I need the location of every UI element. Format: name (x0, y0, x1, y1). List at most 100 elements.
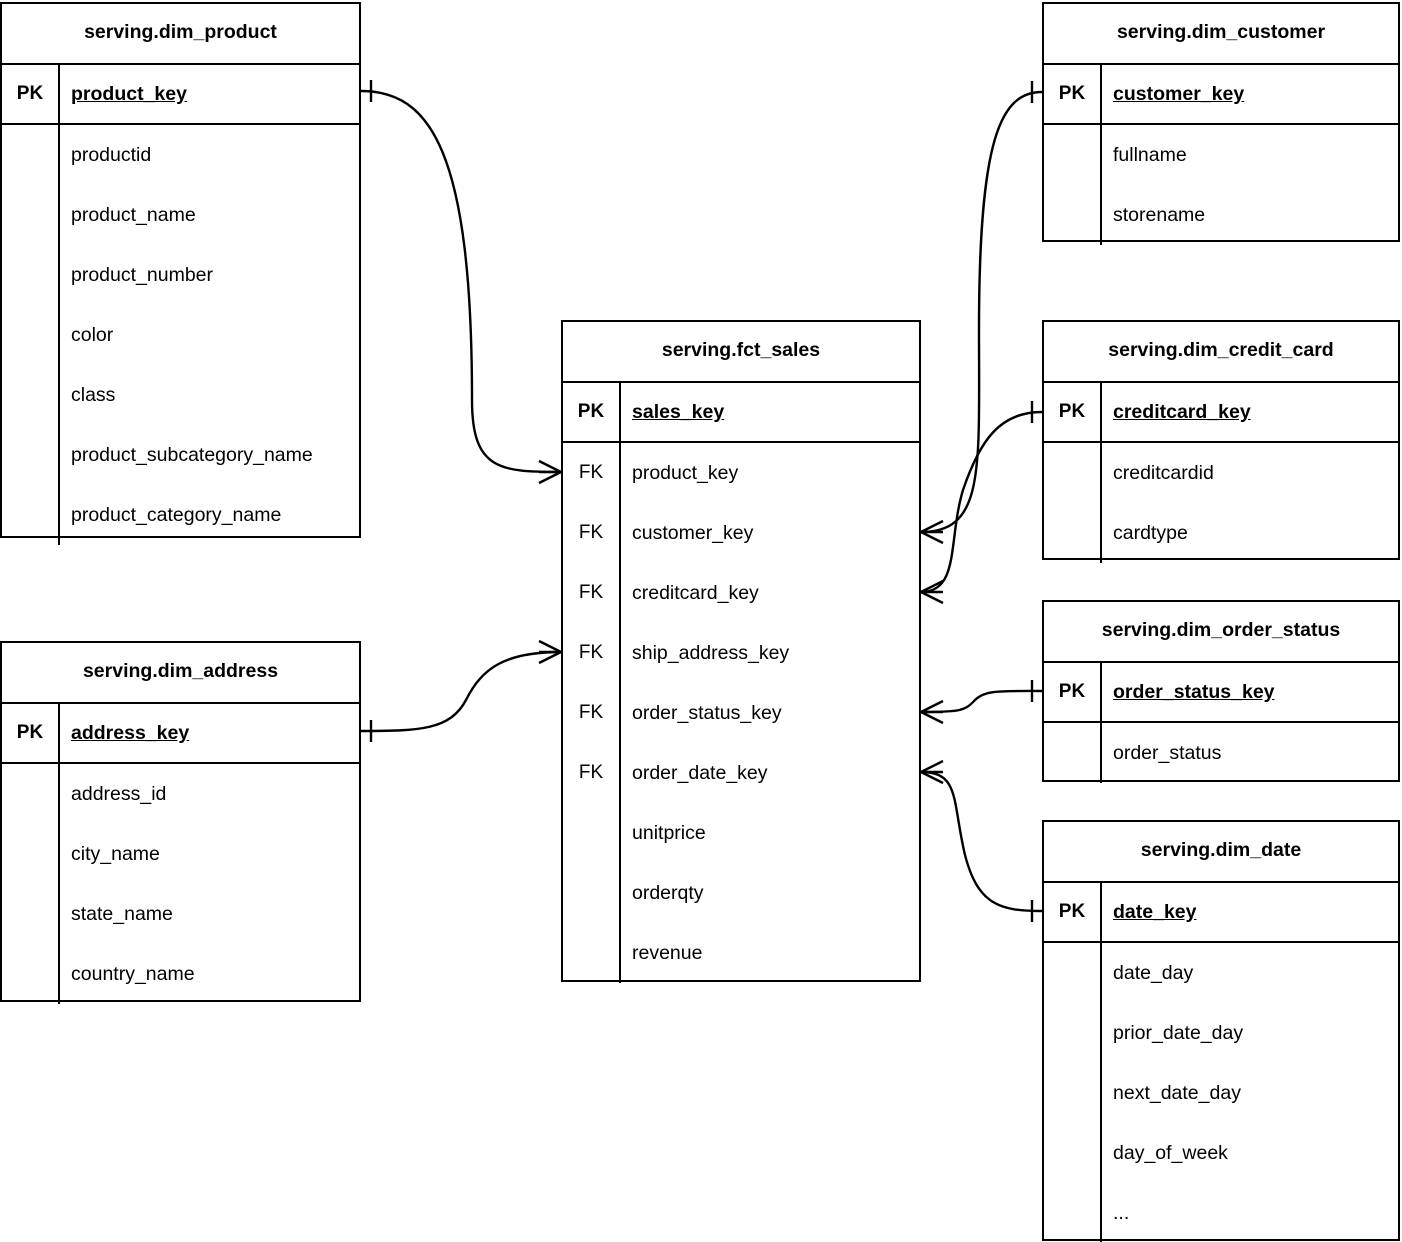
attribute-row[interactable]: prior_date_day (1044, 1003, 1398, 1063)
pk-badge: PK (1044, 65, 1102, 123)
attribute-key-cell (2, 305, 60, 365)
attribute-row[interactable]: product_number (2, 245, 359, 305)
attribute-row[interactable]: class (2, 365, 359, 425)
cardinality-many-marker (538, 650, 562, 665)
attribute-row[interactable]: day_of_week (1044, 1123, 1398, 1183)
attribute-key-cell (1044, 1183, 1102, 1242)
pk-field-name: date_key (1113, 900, 1197, 923)
pk-badge: PK (563, 383, 621, 441)
attribute-row[interactable]: product_category_name (2, 485, 359, 545)
entity-title: serving.dim_address (2, 643, 359, 704)
attribute-row[interactable]: state_name (2, 884, 359, 944)
attribute-row[interactable]: revenue (563, 923, 919, 983)
attribute-row[interactable]: address_id (2, 764, 359, 824)
attribute-name: storename (1113, 203, 1206, 226)
attribute-row[interactable]: storename (1044, 185, 1398, 245)
attribute-row[interactable]: date_day (1044, 943, 1398, 1003)
attribute-name: product_name (71, 203, 196, 226)
cardinality-many-marker (920, 710, 944, 725)
attribute-name: state_name (71, 902, 173, 925)
pk-field-name: creditcard_key (1113, 400, 1251, 423)
attribute-name: prior_date_day (1113, 1021, 1244, 1044)
attribute-row[interactable]: order_status (1044, 723, 1398, 783)
fk-badge: FK (563, 563, 621, 623)
attribute-row[interactable]: color (2, 305, 359, 365)
attribute-name: date_day (1113, 961, 1194, 984)
attribute-name: address_id (71, 782, 167, 805)
attribute-row[interactable]: unitprice (563, 803, 919, 863)
relationship-address-to-sales[interactable] (360, 639, 562, 742)
attribute-key-cell (2, 125, 60, 185)
relationship-line (920, 90, 1043, 534)
relationship-customer-to-sales[interactable] (920, 81, 1043, 545)
attribute-row[interactable]: product_name (2, 185, 359, 245)
attribute-row[interactable]: FK creditcard_key (563, 563, 919, 623)
attribute-name: city_name (71, 842, 160, 865)
fk-badge: FK (563, 443, 621, 503)
attribute-row[interactable]: country_name (2, 944, 359, 1004)
primary-key-row[interactable]: PK sales_key (563, 383, 919, 443)
relationship-line (920, 410, 1043, 594)
attribute-name: customer_key (632, 521, 754, 544)
cardinality-many-marker (920, 590, 944, 605)
entity-title: serving.dim_product (2, 4, 359, 65)
attribute-row[interactable]: fullname (1044, 125, 1398, 185)
attribute-name: next_date_day (1113, 1081, 1241, 1104)
attribute-row[interactable]: productid (2, 125, 359, 185)
relationship-line (360, 650, 562, 733)
attribute-key-cell (2, 884, 60, 944)
attribute-list: date_day prior_date_day next_date_day day_o… (1044, 943, 1398, 1242)
attribute-key-cell (563, 803, 621, 863)
attribute-row[interactable]: next_date_day (1044, 1063, 1398, 1123)
attribute-row[interactable]: product_subcategory_name (2, 425, 359, 485)
relationship-line (360, 89, 562, 474)
relationship-creditcard-to-sales[interactable] (920, 401, 1043, 605)
attribute-key-cell (1044, 125, 1102, 185)
relationship-date-to-sales[interactable] (920, 759, 1043, 922)
attribute-row[interactable]: ... (1044, 1183, 1398, 1242)
relationship-product-to-sales[interactable] (360, 80, 562, 485)
attribute-key-cell (2, 764, 60, 824)
attribute-name: fullname (1113, 143, 1187, 166)
attribute-list: order_status (1044, 723, 1398, 783)
attribute-key-cell (2, 185, 60, 245)
attribute-key-cell (1044, 185, 1102, 245)
pk-field-name: product_key (71, 82, 187, 105)
attribute-row[interactable]: city_name (2, 824, 359, 884)
attribute-name: cardtype (1113, 521, 1188, 544)
fk-badge: FK (563, 623, 621, 683)
attribute-row[interactable]: FK ship_address_key (563, 623, 919, 683)
relationship-orderstatus-to-sales[interactable] (920, 680, 1043, 725)
attribute-row[interactable]: cardtype (1044, 503, 1398, 563)
attribute-name: ... (1113, 1201, 1130, 1224)
attribute-list: creditcardid cardtype (1044, 443, 1398, 563)
cardinality-many-marker (538, 639, 562, 654)
relationship-line (920, 689, 1043, 714)
cardinality-many-marker (538, 459, 562, 474)
attribute-row[interactable]: orderqty (563, 863, 919, 923)
attribute-name: creditcard_key (632, 581, 759, 604)
attribute-key-cell (2, 485, 60, 545)
pk-field-name: sales_key (632, 400, 725, 423)
attribute-row[interactable]: creditcardid (1044, 443, 1398, 503)
attribute-name: ship_address_key (632, 641, 790, 664)
